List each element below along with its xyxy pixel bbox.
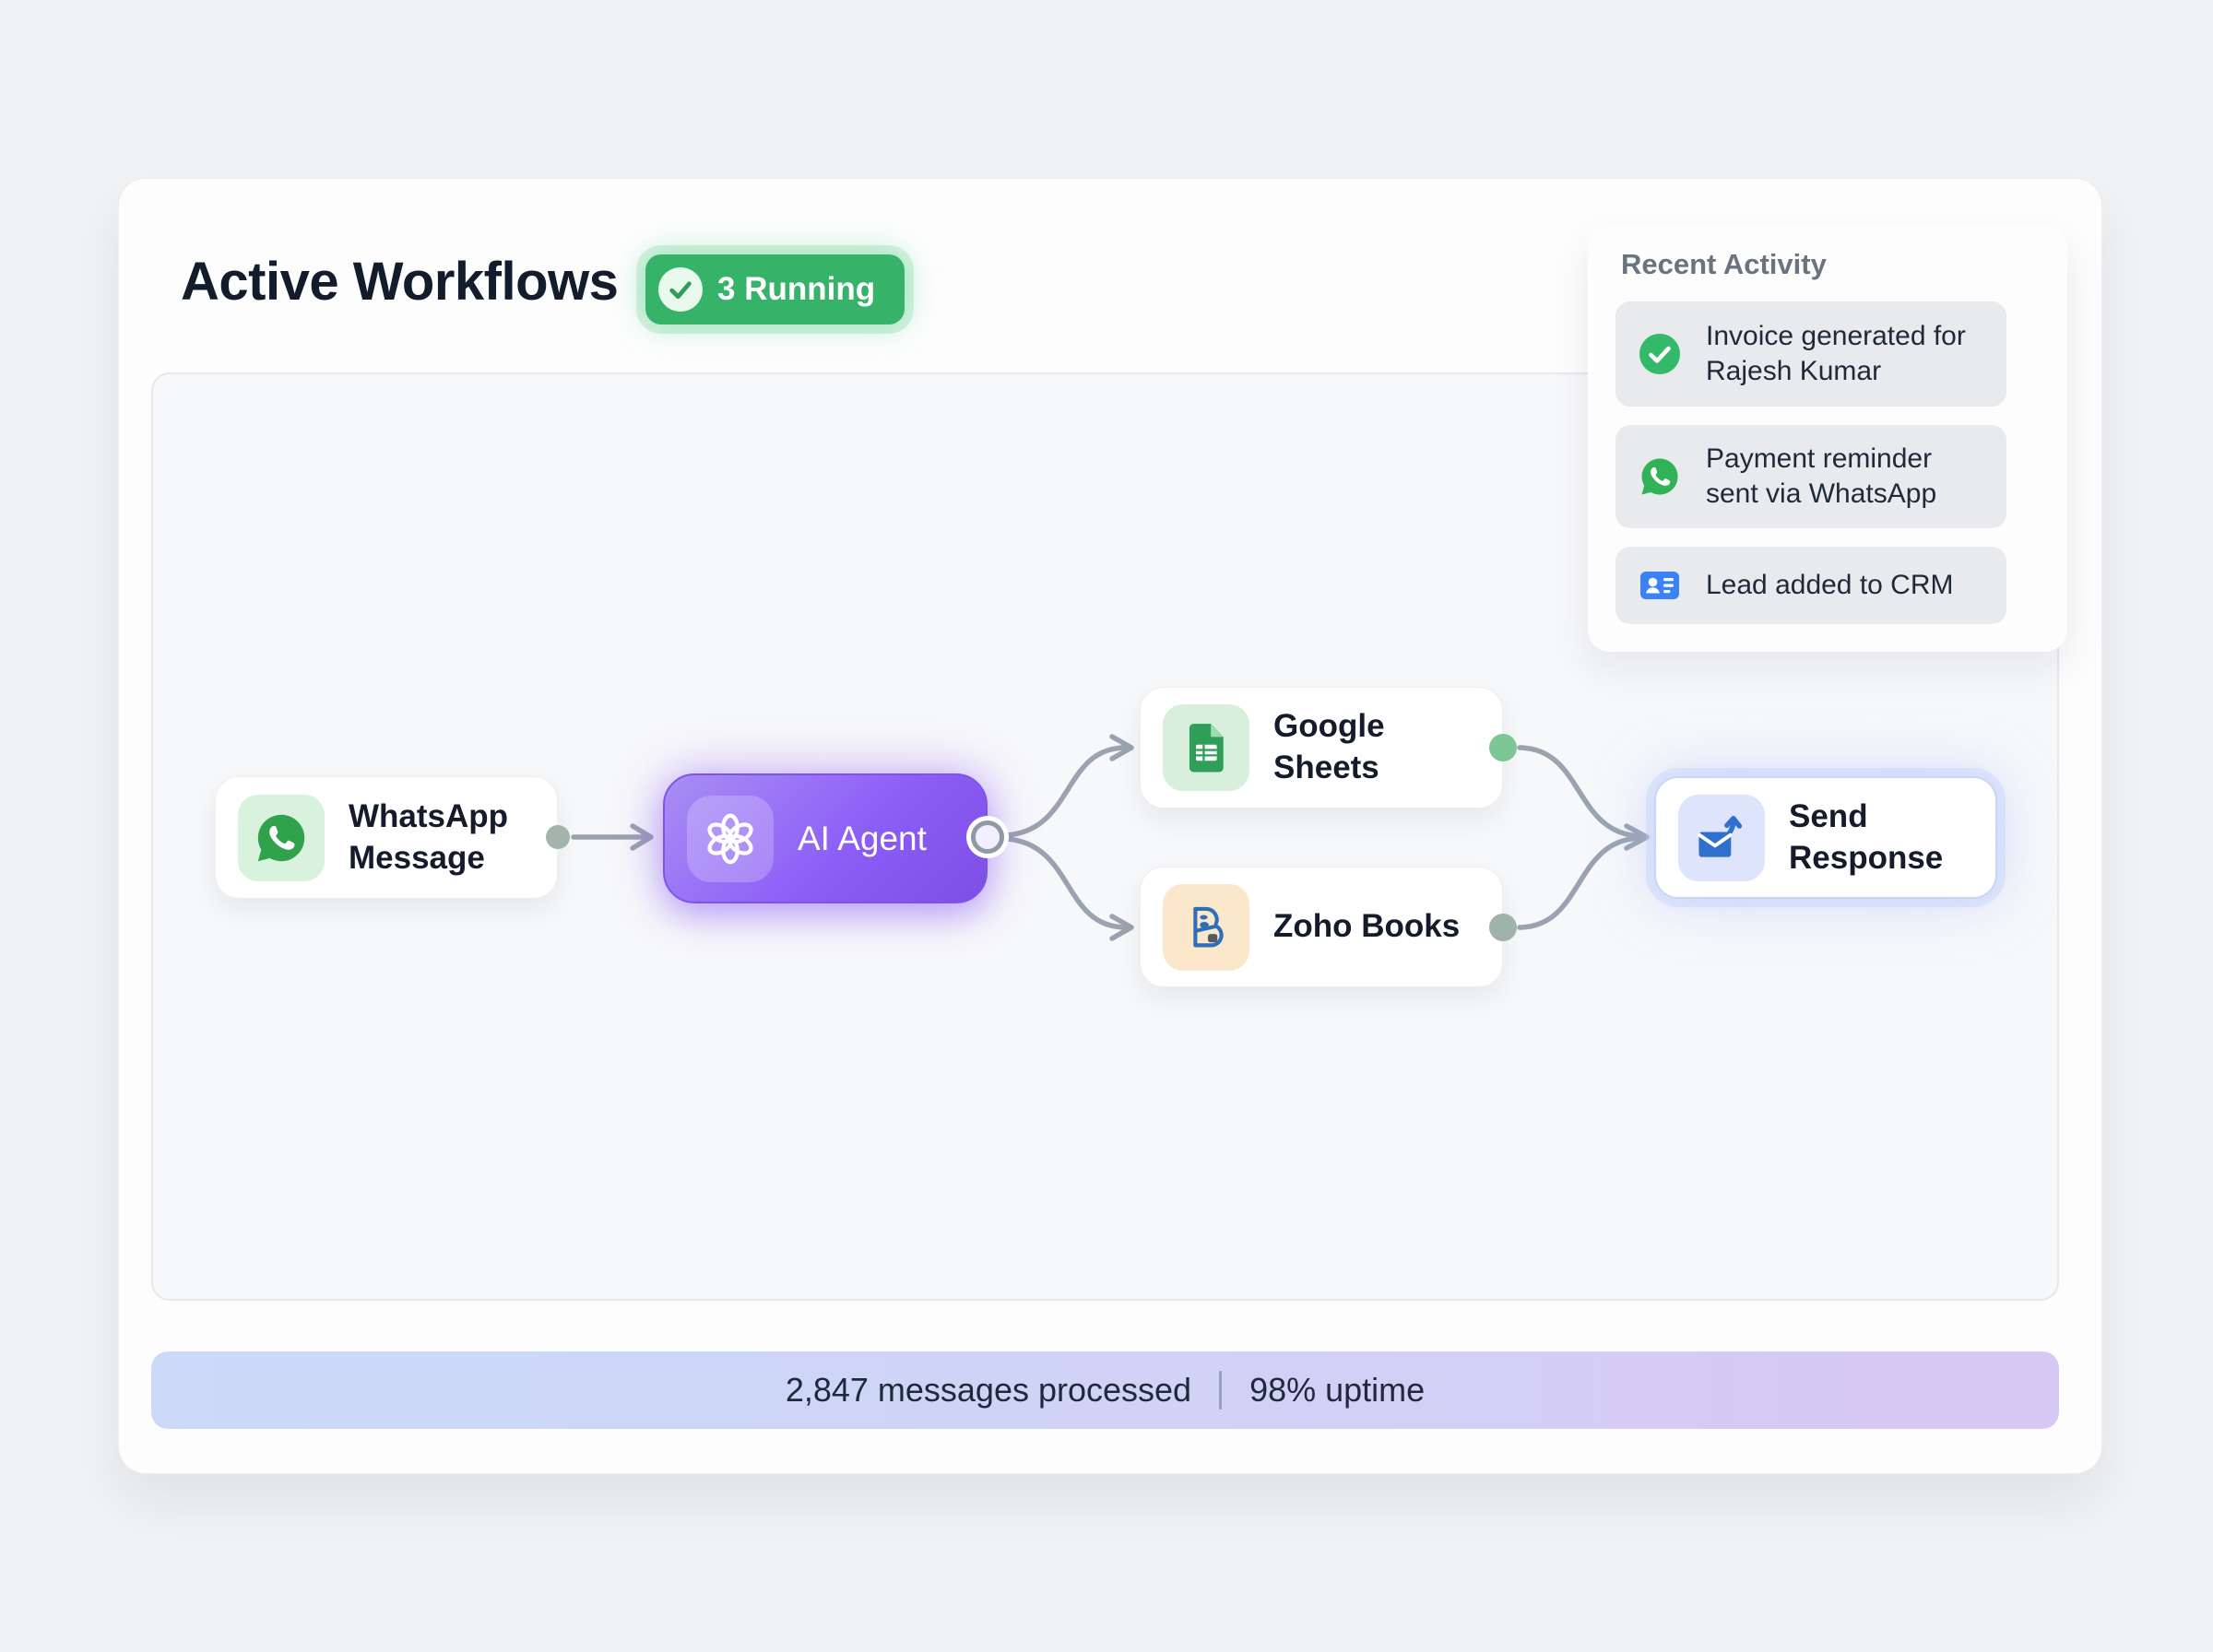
uptime-stat: 98% uptime: [1249, 1371, 1426, 1409]
activity-item-lead: Lead added to CRM: [1615, 547, 2006, 624]
recent-activity-panel: Recent Activity Invoice generated for Ra…: [1588, 226, 2067, 652]
activity-text: Invoice generated for Rajesh Kumar: [1706, 320, 1966, 386]
activity-text: Payment reminder sent via WhatsApp: [1706, 442, 1937, 509]
check-circle-icon: [1639, 334, 1680, 374]
node-ai-agent[interactable]: AI Agent: [663, 773, 988, 903]
openai-icon: [687, 795, 774, 882]
node-send-response[interactable]: Send Response: [1654, 776, 1997, 899]
node-label: WhatsApp Message: [349, 797, 509, 876]
activity-item-reminder: Payment reminder sent via WhatsApp: [1615, 425, 2006, 528]
messages-processed-stat: 2,847 messages processed: [785, 1371, 1192, 1409]
node-label: Send Response: [1789, 797, 1944, 876]
node-whatsapp-message[interactable]: WhatsApp Message: [215, 776, 558, 899]
recent-activity-title: Recent Activity: [1621, 248, 1827, 280]
node-label: Google Sheets: [1273, 708, 1385, 785]
whatsapp-icon: [238, 794, 325, 881]
node-zoho-books[interactable]: Zoho Books: [1140, 867, 1503, 987]
check-circle-icon: [658, 267, 703, 312]
google-sheets-icon: [1163, 704, 1249, 791]
node-label: AI Agent: [798, 819, 927, 857]
page-title: Active Workflows: [181, 252, 619, 312]
ai-agent-output-port[interactable]: [971, 820, 1004, 854]
whatsapp-icon: [1641, 458, 1678, 495]
stat-divider: [1219, 1371, 1223, 1410]
stats-footer-bar: 2,847 messages processed 98% uptime: [151, 1351, 2059, 1429]
node-google-sheets[interactable]: Google Sheets: [1140, 687, 1503, 808]
running-status-badge: 3 Running: [645, 254, 905, 324]
send-mail-icon: [1678, 794, 1765, 881]
node-label: Zoho Books: [1273, 908, 1461, 945]
zoho-output-port[interactable]: [1489, 914, 1517, 941]
running-count-label: 3 Running: [717, 271, 876, 307]
sheets-output-port[interactable]: [1489, 734, 1517, 761]
activity-item-invoice: Invoice generated for Rajesh Kumar: [1615, 301, 2006, 407]
contact-card-icon: [1640, 572, 1679, 599]
whatsapp-output-port[interactable]: [546, 825, 570, 849]
zoho-books-icon: [1163, 883, 1249, 971]
activity-text: Lead added to CRM: [1706, 569, 1954, 600]
